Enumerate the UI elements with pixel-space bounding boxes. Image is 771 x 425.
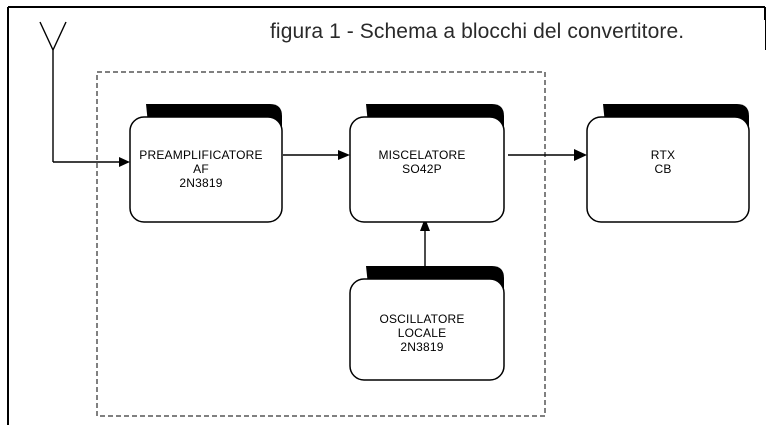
antenna-icon [39, 21, 67, 162]
block-preamp [129, 104, 283, 223]
oscillator-label-line1: OSCILLATORE [379, 312, 465, 326]
mixer-label-line2: SO42P [402, 162, 442, 176]
mixer-label: MISCELATORE SO42P [350, 148, 494, 176]
arrowhead-rtx [574, 149, 587, 161]
preamp-label: PREAMPLIFICATORE AF 2N3819 [130, 148, 272, 190]
oscillator-label: OSCILLATORE LOCALE 2N3819 [350, 312, 494, 354]
arrowhead-preamp [119, 157, 130, 167]
rtx-label: RTX CB [587, 148, 739, 176]
arrowhead-mixer [338, 150, 350, 160]
block-oscillator [349, 266, 505, 381]
preamp-label-line2: AF [193, 162, 209, 176]
block-mixer [349, 104, 505, 223]
arrowhead-oscillator [420, 218, 430, 231]
preamp-label-line1: PREAMPLIFICATORE [139, 148, 263, 162]
rtx-label-line1: RTX [650, 148, 676, 162]
oscillator-label-line3: 2N3819 [400, 340, 444, 354]
converter-boundary [96, 71, 546, 417]
block-rtx [586, 104, 750, 223]
mixer-label-line1: MISCELATORE [378, 148, 466, 162]
figure-caption: figura 1 - Schema a blocchi del converti… [270, 20, 765, 50]
oscillator-label-line2: LOCALE [397, 326, 447, 340]
rtx-label-line2: CB [654, 162, 672, 176]
preamp-label-line3: 2N3819 [179, 176, 223, 190]
